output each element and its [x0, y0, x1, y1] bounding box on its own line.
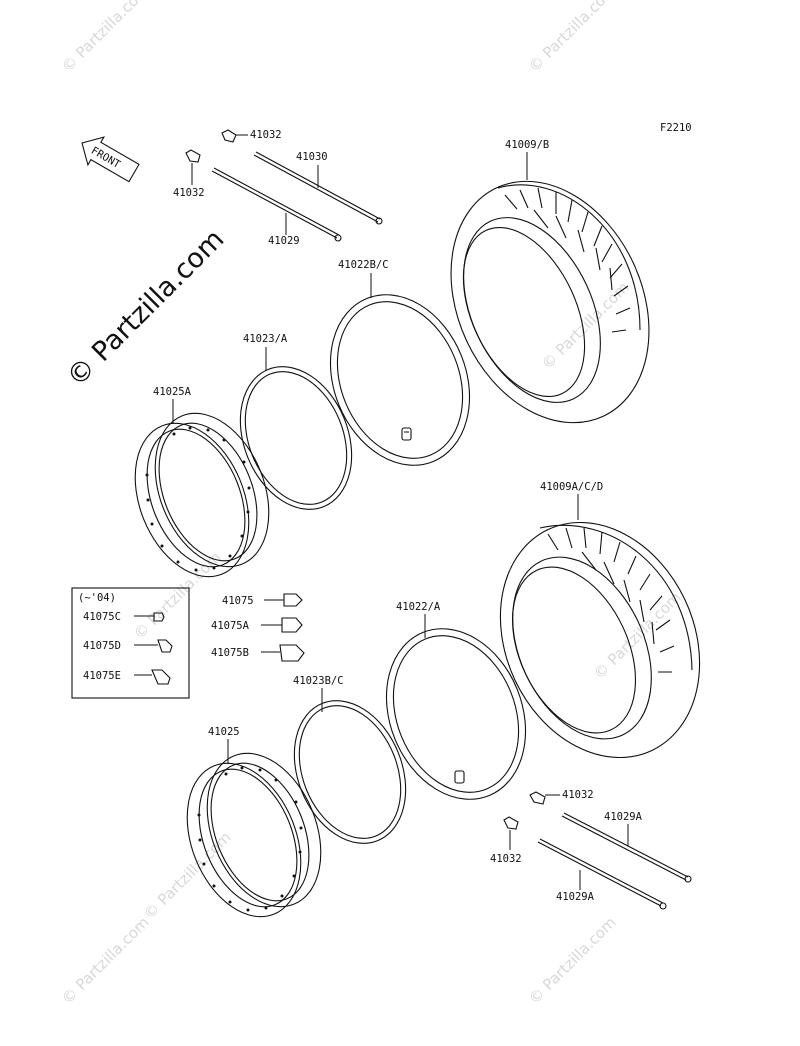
watermark-main: © Partzilla.com	[61, 224, 230, 393]
legend-box-title: (~'04)	[78, 592, 116, 604]
figure-code: F2210	[660, 122, 692, 134]
label-spoke-41029: 41029	[268, 235, 300, 247]
rim-bottom	[186, 752, 322, 918]
watermark-corner-bottom-left: © Partzilla.com	[58, 913, 153, 1008]
label-nipple-2: 41032	[173, 187, 205, 199]
svg-text:© Partzilla.com: © Partzilla.com	[140, 828, 235, 923]
label-rim-top: 41025A	[153, 386, 192, 398]
tube-top	[329, 294, 471, 466]
label-rim-bottom: 41025	[208, 726, 240, 738]
tire-front	[499, 521, 701, 759]
svg-text:© Partzilla.com: © Partzilla.com	[61, 224, 230, 393]
watermark-corner-top-left: © Partzilla.com	[58, 0, 153, 76]
spoke-41029a-1	[561, 812, 692, 883]
watermark-corner-bottom-right: © Partzilla.com	[525, 913, 620, 1008]
front-arrow-icon: FRONT	[81, 136, 140, 183]
label-nipple-3: 41032	[562, 789, 594, 801]
label-tube-bottom: 41022/A	[396, 601, 441, 613]
label-tire-front: 41009A/C/D	[540, 481, 603, 493]
rim-top	[134, 412, 270, 578]
watermark-bottom-mid: © Partzilla.com	[140, 828, 235, 923]
label-spoke-41029a-1: 41029A	[604, 811, 643, 823]
label-spoke-41029a-2: 41029A	[556, 891, 595, 903]
label-tire-top: 41009/B	[505, 139, 549, 151]
label-valve-c: 41075C	[83, 611, 121, 623]
svg-text:© Partzilla.com: © Partzilla.com	[58, 0, 153, 76]
label-band-top: 41023/A	[243, 333, 288, 345]
label-valve-cap: 41075	[222, 595, 254, 607]
label-band-bottom: 41023B/C	[293, 675, 344, 687]
label-nipple-4: 41032	[490, 853, 522, 865]
tube-bottom	[385, 628, 527, 800]
label-valve-cap-b: 41075B	[211, 647, 249, 659]
svg-text:© Partzilla.com: © Partzilla.com	[525, 913, 620, 1008]
svg-text:© Partzilla.com: © Partzilla.com	[525, 0, 620, 76]
watermark-mid-right-2: © Partzilla.com	[590, 588, 685, 683]
valve-legend-box: (~'04) 41075C 41075D 41075E	[71, 587, 190, 699]
svg-text:© Partzilla.com: © Partzilla.com	[590, 588, 685, 683]
label-valve-d: 41075D	[83, 640, 121, 652]
label-nipple-1: 41032	[250, 129, 282, 141]
label-tube-top: 41022B/C	[338, 259, 389, 271]
valve-e-icon	[151, 669, 171, 685]
valve-cap-a-icon	[281, 617, 303, 633]
nipple-top-2	[185, 149, 201, 163]
spoke-41029a-2	[537, 838, 667, 910]
rim-band-top	[239, 366, 353, 510]
label-valve-e: 41075E	[83, 670, 121, 682]
valve-d-icon	[157, 639, 173, 653]
spoke-41029	[211, 167, 342, 242]
watermark-corner-top-right: © Partzilla.com	[525, 0, 620, 76]
svg-text:FRONT: FRONT	[89, 145, 123, 172]
label-spoke-41030: 41030	[296, 151, 328, 163]
valve-cap-b-icon	[279, 644, 305, 662]
valve-cap-icon	[283, 593, 303, 607]
valve-c-icon	[153, 612, 165, 622]
svg-text:© Partzilla.com: © Partzilla.com	[58, 913, 153, 1008]
nipple-top-1	[221, 129, 248, 143]
nipple-bottom-1	[529, 791, 546, 805]
tire-rear-top	[450, 180, 650, 424]
label-valve-cap-a: 41075A	[211, 620, 250, 632]
nipple-bottom-2	[503, 816, 519, 830]
